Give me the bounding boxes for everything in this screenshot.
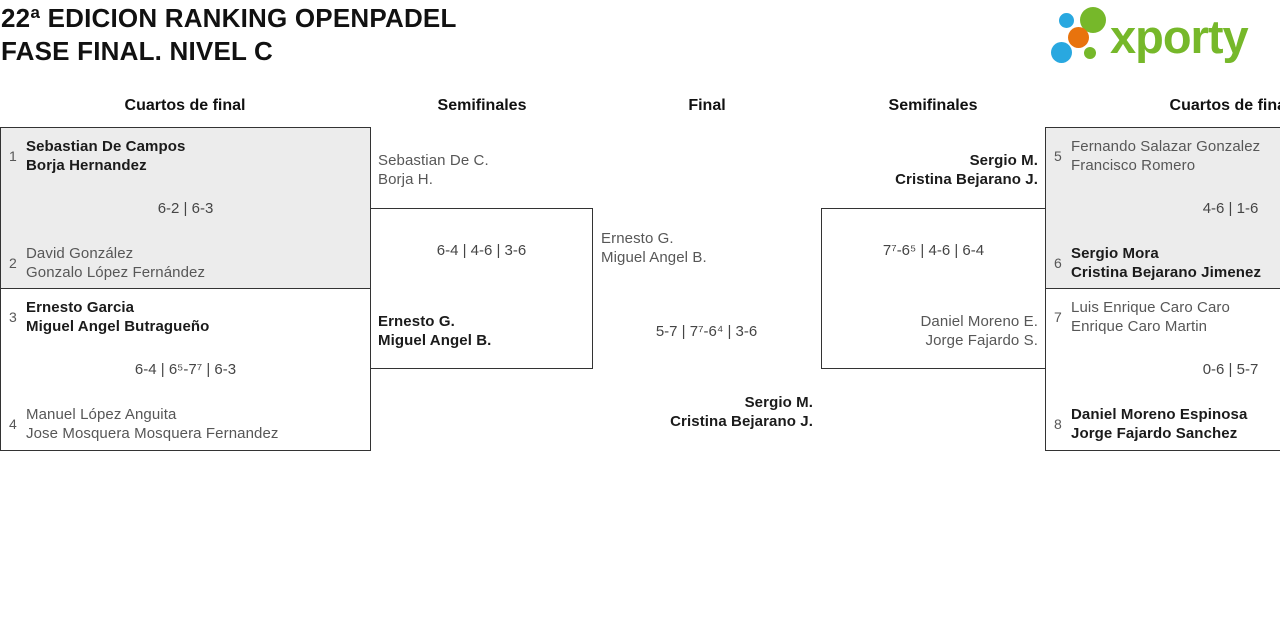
champion-names: Sergio M. Cristina Bejarano J. — [670, 394, 813, 430]
team-names: Ernesto G. Miguel Angel B. — [601, 230, 707, 266]
match-box-qf4: 7 Luis Enrique Caro Caro Enrique Caro Ma… — [1045, 288, 1280, 451]
seed-number: 4 — [9, 416, 17, 432]
match-box-qf1: 1 Sebastian De Campos Borja Hernandez 6-… — [0, 127, 371, 289]
column-header-final: Final — [688, 97, 726, 114]
column-header-semifinals-left: Semifinales — [437, 97, 527, 114]
seed-number: 5 — [1054, 148, 1062, 164]
page-title-line1: 22ª EDICION RANKING OPENPADEL — [1, 3, 457, 33]
page-title-line2: FASE FINAL. NIVEL C — [1, 36, 274, 66]
match-score: 7⁷-6⁵ | 4-6 | 6-4 — [882, 242, 985, 259]
team-names: Ernesto G. Miguel Angel B. — [378, 313, 492, 349]
team-names: David González Gonzalo López Fernández — [26, 245, 206, 281]
team-names: Sergio M. Cristina Bejarano J. — [895, 152, 1038, 188]
match-box-semifinal-left: Sebastian De C. Borja H. 6-4 | 4-6 | 3-6… — [370, 152, 593, 369]
column-header-quarterfinals-left: Cuartos de final — [124, 97, 246, 114]
team-names: Fernando Salazar Gonzalez Francisco Rome… — [1071, 138, 1261, 174]
logo-dot-green-small — [1084, 47, 1096, 59]
match-score: 6-4 | 6⁵-7⁷ | 6-3 — [134, 361, 237, 378]
seed-number: 8 — [1054, 416, 1062, 432]
team-names: Ernesto Garcia Miguel Angel Butragueño — [26, 299, 210, 335]
logo-dot-blue-small — [1059, 13, 1074, 28]
match-score: 6-2 | 6-3 — [157, 200, 214, 217]
column-header-quarterfinals-right: Cuartos de final — [1169, 97, 1280, 114]
match-area-final: Ernesto G. Miguel Angel B. 5-7 | 7⁷-6⁴ |… — [593, 208, 820, 438]
team-names: Luis Enrique Caro Caro Enrique Caro Mart… — [1071, 299, 1230, 335]
team-names: Sebastian De Campos Borja Hernandez — [26, 138, 186, 174]
page-title: 22ª EDICION RANKING OPENPADEL FASE FINAL… — [1, 2, 457, 68]
match-score: 6-4 | 4-6 | 3-6 — [436, 242, 527, 259]
match-score: 5-7 | 7⁷-6⁴ | 3-6 — [655, 323, 758, 340]
logo-dot-orange — [1068, 27, 1089, 48]
seed-number: 2 — [9, 255, 17, 271]
team-names: Manuel López Anguita Jose Mosquera Mosqu… — [26, 406, 279, 442]
match-box-qf2: 3 Ernesto Garcia Miguel Angel Butragueño… — [0, 288, 371, 451]
seed-number: 7 — [1054, 309, 1062, 325]
team-names: Daniel Moreno E. Jorge Fajardo S. — [920, 313, 1038, 349]
column-header-semifinals-right: Semifinales — [888, 97, 978, 114]
team-names: Sergio Mora Cristina Bejarano Jimenez — [1071, 245, 1262, 281]
team-names: Sebastian De C. Borja H. — [378, 152, 489, 188]
team-names: Daniel Moreno Espinosa Jorge Fajardo San… — [1071, 406, 1248, 442]
match-score: 0-6 | 5-7 — [1202, 361, 1259, 378]
match-box-qf3: 5 Fernando Salazar Gonzalez Francisco Ro… — [1045, 127, 1280, 289]
seed-number: 3 — [9, 309, 17, 325]
match-score: 4-6 | 1-6 — [1202, 200, 1259, 217]
match-box-semifinal-right: Sergio M. Cristina Bejarano J. 7⁷-6⁵ | 4… — [821, 152, 1046, 369]
xporty-logo[interactable]: xporty — [1048, 7, 1280, 72]
xporty-logo-text: xporty — [1110, 10, 1249, 63]
seed-number: 1 — [9, 148, 17, 164]
seed-number: 6 — [1054, 255, 1062, 271]
logo-dot-blue-large — [1051, 42, 1072, 63]
